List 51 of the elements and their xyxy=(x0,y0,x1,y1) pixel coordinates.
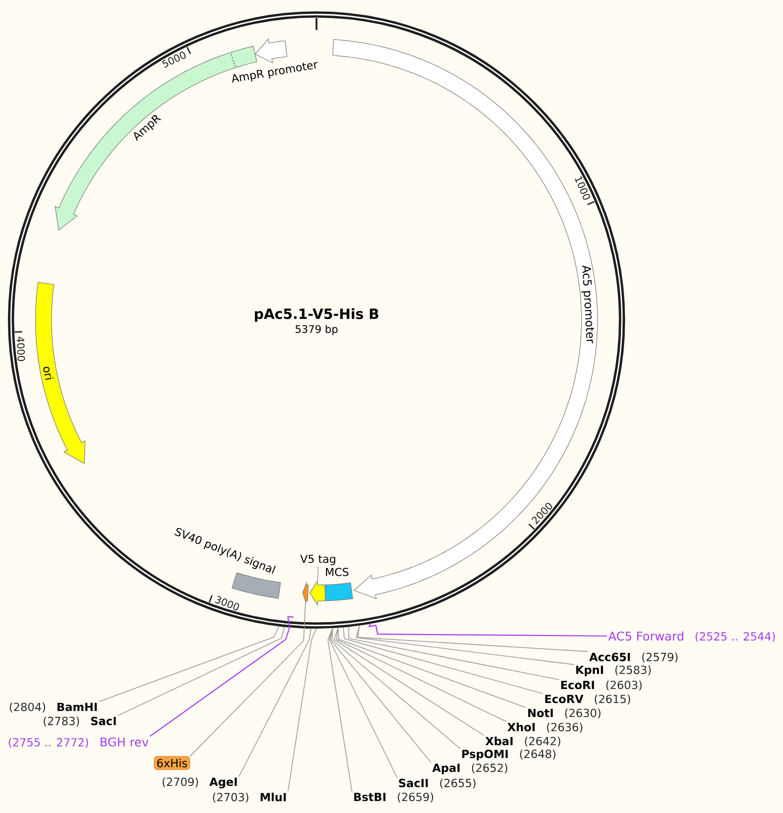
site-label: Acc65I xyxy=(589,652,630,662)
site-label: EcoRI xyxy=(561,680,594,690)
site-label: EcoRV xyxy=(545,694,584,704)
position-label: (2636) xyxy=(547,722,582,733)
site-label: NotI xyxy=(528,708,553,718)
leader-line xyxy=(343,627,544,694)
primer-label: BGH rev xyxy=(100,737,148,747)
leader-line xyxy=(190,602,306,757)
position-label: (2703) xyxy=(213,792,248,803)
leader-line xyxy=(329,628,398,778)
position-label: (2525 .. 2544) xyxy=(696,632,775,642)
position-label: (2615) xyxy=(594,694,630,704)
site-label: PspOMI xyxy=(462,750,508,760)
site-label: SacI xyxy=(91,716,116,726)
leader-line xyxy=(288,628,317,792)
site-label: BstBI xyxy=(354,792,386,802)
leader-line xyxy=(328,628,352,792)
site-label: XbaI xyxy=(485,736,513,746)
position-label: (2709) xyxy=(162,777,198,788)
site-label: ApaI xyxy=(432,764,460,774)
position-label: (2579) xyxy=(642,652,678,663)
leader-line xyxy=(356,625,574,665)
site-label: KpnI xyxy=(576,666,603,676)
position-label: (2755 .. 2772) xyxy=(8,738,88,748)
leader-line xyxy=(336,627,506,722)
leader-line xyxy=(118,626,285,716)
leader-line xyxy=(338,627,526,708)
leader-line xyxy=(348,626,560,680)
leader-line xyxy=(332,628,460,749)
position-label: (2652) xyxy=(472,763,508,774)
leader-line xyxy=(334,627,484,736)
position-label: (2603) xyxy=(606,680,642,690)
leader-line xyxy=(98,626,280,702)
site-label: XhoI xyxy=(507,722,535,732)
leader-line xyxy=(150,616,294,737)
leader-line xyxy=(357,625,588,652)
primer-label: AC5 Forward xyxy=(608,631,684,641)
leader-line xyxy=(238,628,312,777)
position-label: (2642) xyxy=(524,736,560,747)
site-label: AgeI xyxy=(209,778,237,788)
position-label: (2804) xyxy=(10,702,46,712)
feature-badge: 6xHis xyxy=(154,756,190,770)
position-label: (2630) xyxy=(565,708,600,718)
position-label: (2583) xyxy=(615,665,651,676)
position-label: (2648) xyxy=(520,750,556,760)
position-label: (2655) xyxy=(440,778,476,789)
site-label: SacII xyxy=(399,778,428,788)
position-label: (2783) xyxy=(44,716,79,727)
site-label: BamHI xyxy=(58,702,97,712)
position-label: (2659) xyxy=(398,792,434,802)
site-label: MluI xyxy=(260,792,286,802)
